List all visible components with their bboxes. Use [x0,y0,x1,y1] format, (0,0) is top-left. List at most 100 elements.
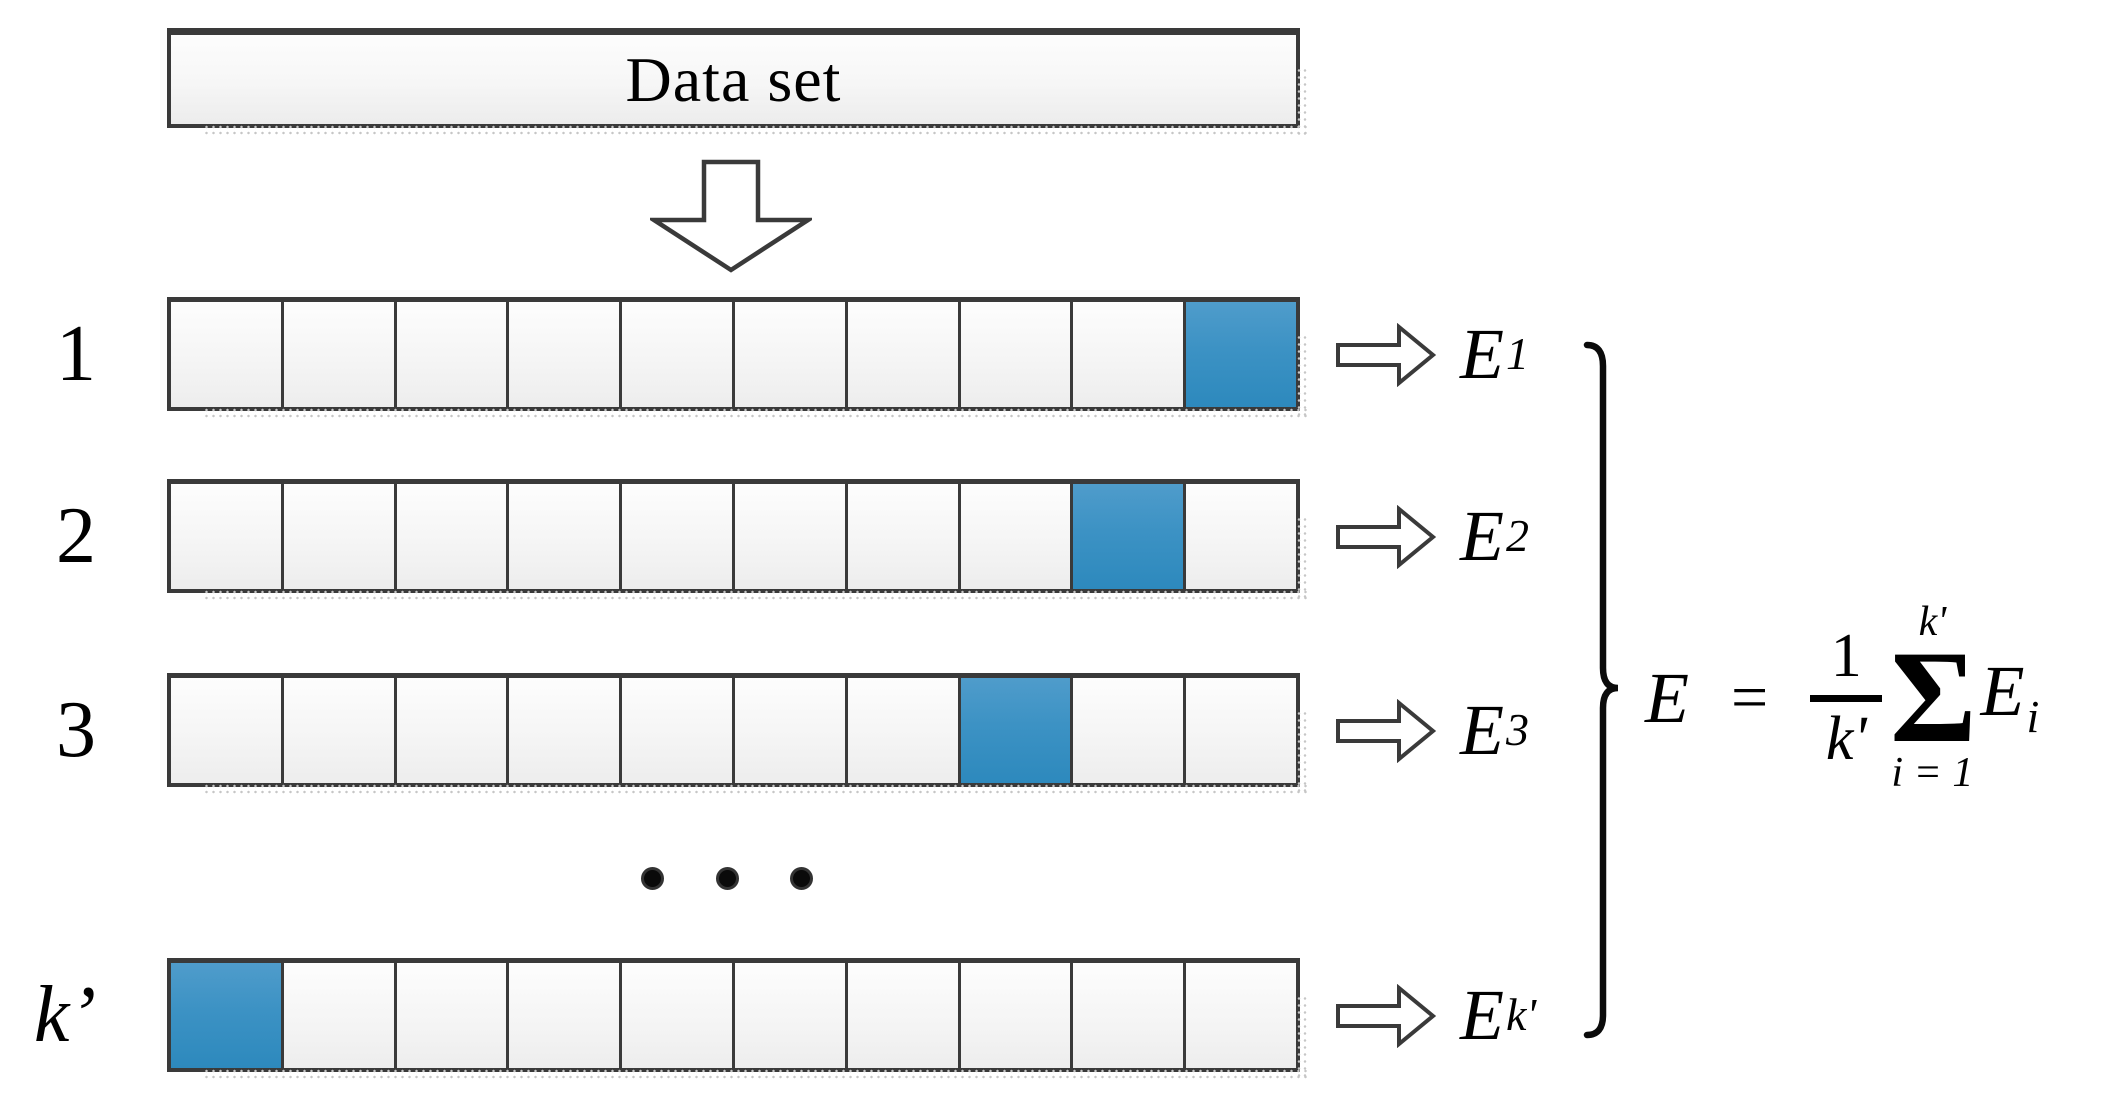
train-fold-cell [622,678,735,783]
test-fold-cell [1073,484,1187,589]
fraction-numerator: 1 [1830,622,1862,690]
fold-index-label: 3 [56,686,96,774]
fraction: 1 k' [1808,625,1884,770]
train-fold-cell [960,963,1074,1068]
train-fold-cell [847,484,961,589]
train-fold-cell [734,302,848,407]
formula-lhs: E [1645,657,1689,738]
train-fold-cell [734,963,848,1068]
sigma-symbol: Σ [1890,623,1976,771]
train-fold-cell [396,484,510,589]
ellipsis-dot [790,866,813,890]
down-arrow-icon [650,159,812,273]
summand-term: Ei [1981,655,2040,739]
train-fold-cell [734,678,848,783]
right-arrow-icon [1336,699,1437,763]
right-arrow-icon [1336,984,1437,1048]
fold-strip-shadow-right [1296,516,1309,601]
train-fold-cell [1186,484,1296,589]
train-fold-cell [171,302,284,407]
train-fold-cell [1186,963,1296,1068]
train-fold-cell [283,678,397,783]
train-fold-cell [171,678,284,783]
fold-strip [167,958,1309,1081]
train-fold-cell [283,963,397,1068]
train-fold-cell [509,678,623,783]
sum-lower-limit: i = 1 [1891,749,1974,796]
fold-strip-shadow [203,783,1308,796]
error-base: E [1460,690,1504,770]
train-fold-cell [509,963,623,1068]
train-fold-cell [509,302,623,407]
dataset-shadow [203,124,1308,137]
right-arrow-icon [1336,323,1437,387]
error-subscript: 2 [1505,510,1529,561]
dataset-box: Data set [167,28,1309,137]
fold-strip-shadow-right [1296,995,1309,1080]
fold-index-label: 2 [56,492,96,580]
average-error-formula: E = 1 k' k' Σ i = 1 Ei [1645,585,2039,810]
fold-strip-shadow [203,589,1308,602]
test-fold-cell [960,678,1074,783]
train-fold-cell [171,484,284,589]
fold-strip [167,673,1309,796]
fold-strip-shadow [203,407,1308,420]
test-fold-cell [1186,302,1296,407]
train-fold-cell [960,302,1074,407]
train-fold-cell [396,963,510,1068]
error-subscript: k' [1505,989,1537,1040]
fold-strip-shadow [203,1068,1308,1081]
fold-index-label: k’ [33,971,96,1059]
train-fold-cell [847,678,961,783]
train-fold-cell [283,302,397,407]
summation: k' Σ i = 1 [1890,599,1976,796]
train-fold-cell [1073,963,1187,1068]
train-fold-cell [847,963,961,1068]
train-fold-cell [1186,678,1296,783]
train-fold-cell [1073,678,1187,783]
dataset-shadow-right [1296,67,1309,136]
fold-strip-shadow-right [1296,710,1309,795]
train-fold-cell [396,678,510,783]
train-fold-cell [960,484,1074,589]
fold-index-label: 1 [56,310,96,398]
summand-base: E [1980,651,2025,732]
train-fold-cell [1073,302,1187,407]
train-fold-cell [622,963,735,1068]
fraction-denominator: k' [1825,705,1867,773]
curly-brace [1583,341,1619,1039]
equals-sign: = [1730,660,1769,734]
error-subscript: 3 [1505,704,1529,755]
right-arrow-icon [1336,505,1437,569]
sum-upper-limit: k' [1918,599,1947,646]
fold-strip-shadow-right [1296,334,1309,419]
train-fold-cell [283,484,397,589]
error-subscript: 1 [1505,328,1529,379]
train-fold-cell [734,484,848,589]
summand-subscript: i [2026,690,2040,742]
train-fold-cell [847,302,961,407]
fraction-bar [1810,695,1883,702]
error-base: E [1460,975,1504,1055]
train-fold-cell [509,484,623,589]
train-fold-cell [622,302,735,407]
train-fold-cell [622,484,735,589]
train-fold-cell [396,302,510,407]
error-base: E [1460,496,1504,576]
test-fold-cell [171,963,284,1068]
ellipsis-dot [715,866,739,890]
fold-strip [167,479,1309,602]
ellipsis-dots [641,866,813,890]
ellipsis-dot [641,866,664,890]
error-base: E [1460,314,1504,394]
fold-strip [167,297,1309,420]
